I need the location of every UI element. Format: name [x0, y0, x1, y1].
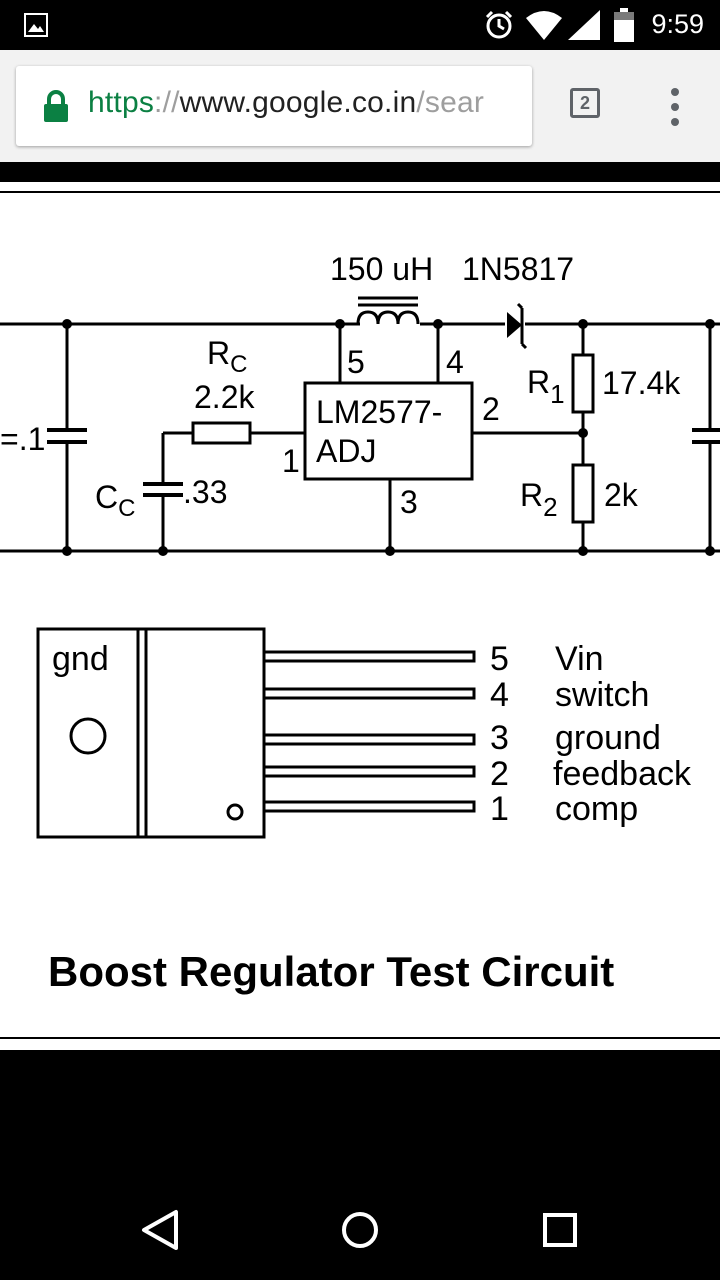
battery-icon	[614, 8, 634, 42]
ic-line1: LM2577-	[316, 394, 442, 430]
cc-sub: C	[118, 495, 135, 522]
home-icon[interactable]	[328, 1198, 392, 1262]
pin-name-3: feedback	[553, 755, 692, 793]
circuit-diagram-image: 150 uH 1N5817 RC 2.2k LM2577- ADJ 5 4 2 …	[0, 182, 720, 1050]
navigation-bar	[0, 1180, 720, 1280]
package-gnd-label: gnd	[52, 640, 109, 678]
pin-num-2: 3	[490, 719, 509, 757]
gallery-notification-icon	[24, 13, 48, 37]
pin-name-4: comp	[555, 790, 638, 828]
recents-icon[interactable]	[528, 1198, 592, 1262]
status-time: 9:59	[651, 9, 704, 39]
pin-num-1: 4	[490, 676, 509, 714]
diode-label: 1N5817	[462, 251, 574, 287]
pin3-label: 3	[400, 484, 418, 520]
to220-package	[36, 627, 476, 839]
r2-sub: 2	[543, 492, 557, 522]
inductor-symbol	[356, 296, 420, 325]
pin4-label: 4	[446, 344, 464, 380]
browser-toolbar: https://www.google.co.in/sear 2	[0, 50, 720, 162]
pin2-label: 2	[482, 391, 500, 427]
r2-resistor	[571, 463, 595, 524]
page-content: 150 uH 1N5817 RC 2.2k LM2577- ADJ 5 4 2 …	[0, 162, 720, 1050]
rc-sub: C	[230, 351, 247, 378]
overflow-menu-icon[interactable]	[660, 82, 690, 132]
pin-name-0: Vin	[555, 640, 604, 678]
diode-symbol	[507, 302, 528, 350]
pin5-label: 5	[347, 344, 365, 380]
tab-switcher-button[interactable]: 2	[570, 88, 600, 118]
url-text[interactable]: https://www.google.co.in/sear	[88, 86, 484, 120]
cc-label: CC	[95, 479, 135, 522]
r1-label: R1	[527, 364, 565, 409]
lock-icon	[44, 90, 68, 122]
url-separator: ://	[154, 86, 180, 119]
rc-value: 2.2k	[194, 379, 255, 415]
r1-resistor	[571, 353, 595, 414]
wifi-icon	[526, 11, 562, 40]
pin-name-2: ground	[555, 719, 661, 757]
pin1-label: 1	[282, 443, 300, 479]
address-bar[interactable]: https://www.google.co.in/sear	[16, 66, 532, 146]
ic-lm2577	[303, 381, 474, 481]
r1-letter: R	[527, 364, 550, 400]
rc-label: RC	[207, 335, 247, 378]
inductor-label: 150 uH	[330, 251, 433, 287]
r2-value: 2k	[604, 477, 639, 513]
cell-signal-icon	[568, 10, 600, 40]
pin-num-0: 5	[490, 640, 509, 678]
pin-name-1: switch	[555, 676, 649, 714]
cin-value: =.1	[0, 421, 45, 457]
url-path: /sear	[416, 86, 485, 119]
back-icon[interactable]	[128, 1198, 192, 1262]
rc-letter: R	[207, 335, 230, 371]
r2-label: R2	[520, 477, 558, 522]
ic-line2: ADJ	[316, 433, 376, 469]
r1-value: 17.4k	[602, 365, 681, 401]
alarm-icon	[485, 10, 513, 39]
pin-num-3: 2	[490, 755, 509, 793]
cc-letter: C	[95, 479, 118, 515]
cc-value: .33	[183, 474, 227, 510]
status-bar: 9:59	[0, 0, 720, 50]
rc-resistor	[191, 421, 252, 445]
diagram-caption: Boost Regulator Test Circuit	[48, 948, 614, 995]
pin-num-4: 1	[490, 790, 509, 828]
r2-letter: R	[520, 477, 543, 513]
url-host: www.google.co.in	[179, 86, 417, 119]
r1-sub: 1	[550, 379, 564, 409]
url-scheme: https	[88, 86, 155, 119]
